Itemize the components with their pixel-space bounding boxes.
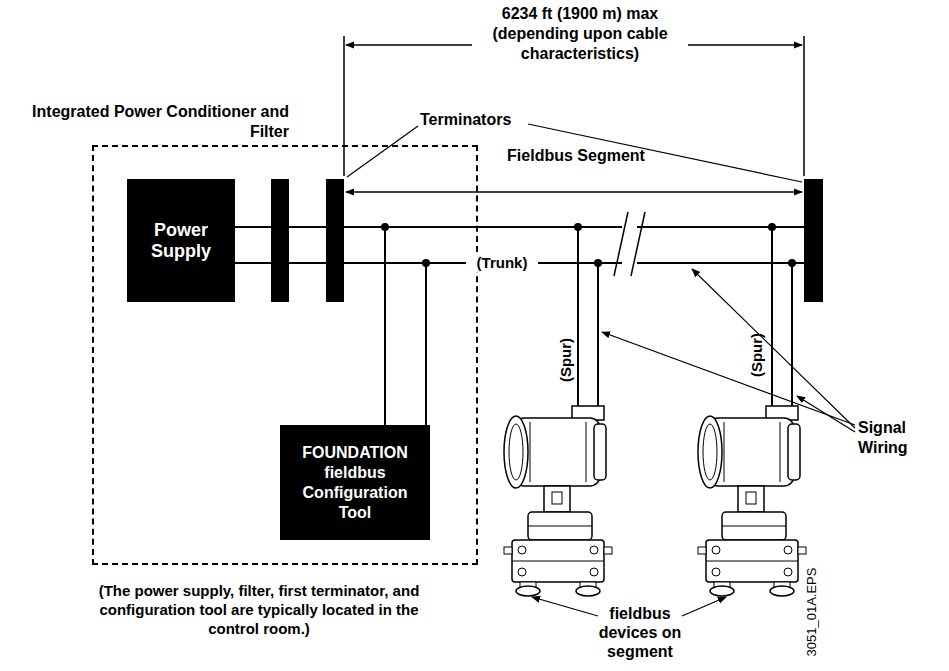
spur-label: (Spur) bbox=[748, 325, 766, 385]
spur-label: (Spur) bbox=[557, 330, 575, 390]
terminators-label: Terminators bbox=[420, 110, 532, 130]
control-room-region: (The power supply, filter, first termina… bbox=[92, 145, 478, 565]
signal-wiring-label: Signal Wiring bbox=[858, 418, 944, 458]
power-supply-box: Power Supply bbox=[127, 179, 235, 302]
node-heading: Integrated Power Conditioner and Filter bbox=[27, 102, 289, 142]
box-text: FOUNDATION fieldbus Configuration Tool bbox=[286, 443, 424, 523]
node-heading: (The power supply, filter, first termina… bbox=[94, 581, 424, 638]
figure-code: 3051_01A.EPS bbox=[804, 562, 820, 662]
dimension-label: 6234 ft (1900 m) max (depending upon cab… bbox=[480, 4, 680, 64]
box-text: Power Supply bbox=[133, 220, 229, 262]
trunk-label: (Trunk) bbox=[466, 254, 538, 272]
configuration-tool-box: FOUNDATION fieldbus Configuration Tool bbox=[280, 425, 430, 540]
wire-pair bbox=[235, 227, 271, 263]
segment-label: Fieldbus Segment bbox=[506, 146, 646, 165]
devices-label: fieldbus devices on segment bbox=[590, 604, 690, 661]
power-conditioner-filter: Integrated Power Conditioner and Filter bbox=[271, 179, 289, 302]
